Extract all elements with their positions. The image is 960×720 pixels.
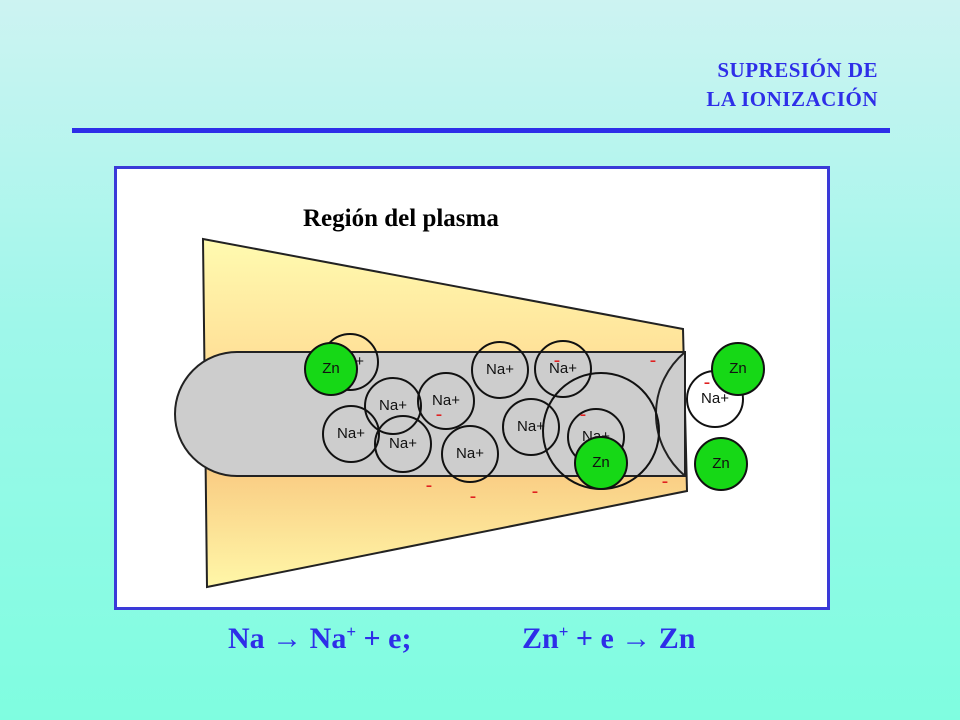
na-ion-label: Na+ xyxy=(389,435,417,452)
na-ion-label: Na+ xyxy=(337,425,365,442)
electron-mark: - xyxy=(650,349,657,371)
electron-mark: - xyxy=(662,470,669,492)
electron-mark: - xyxy=(554,349,561,371)
na-ion-particle xyxy=(502,398,560,456)
na-ion-label: Na+ xyxy=(432,392,460,409)
equation-ionization-a: Na → Na xyxy=(228,622,347,655)
na-ion-label: Na+ xyxy=(701,390,729,407)
electron-mark: - xyxy=(426,474,433,496)
plasma-diagram: Na+Na+Na+Na+Na+Na+Na+Na+Na+Na+Na+ZnZnZnZ… xyxy=(174,237,765,589)
zn-atom-label: Zn xyxy=(729,360,747,377)
electron-mark: - xyxy=(436,403,443,425)
equation-ionization-b: + e; xyxy=(356,622,412,655)
na-ion-label: Na+ xyxy=(486,361,514,378)
title-underline xyxy=(72,128,890,133)
na-ion-label: Na+ xyxy=(456,445,484,462)
na-ion-particle xyxy=(322,405,380,463)
zn-atom-label: Zn xyxy=(322,360,340,377)
equation-ionization-sup: + xyxy=(346,622,357,641)
na-ion-particle xyxy=(441,425,499,483)
equation-ionization: Na → Na+ + e; xyxy=(228,622,411,656)
equation-recombination-a: Zn xyxy=(522,622,559,655)
diagram-frame: Na+Na+Na+Na+Na+Na+Na+Na+Na+Na+Na+ZnZnZnZ… xyxy=(114,166,830,610)
electron-mark: - xyxy=(470,485,477,507)
zn-atom-particle xyxy=(574,436,628,490)
na-ion-particle xyxy=(471,341,529,399)
zn-atom-particle xyxy=(711,342,765,396)
plasma-region-label: Región del plasma xyxy=(303,205,499,232)
zn-atom-particle xyxy=(304,342,358,396)
electron-mark: - xyxy=(580,403,587,425)
na-ion-particle xyxy=(364,377,422,435)
title-line-1: SUPRESIÓN DE xyxy=(717,58,878,82)
equation-recombination-sup: + xyxy=(558,622,569,641)
equation-recombination: Zn+ + e → Zn xyxy=(522,622,696,656)
slide-title: SUPRESIÓN DE LA IONIZACIÓN xyxy=(478,56,878,114)
na-ion-label: Na+ xyxy=(549,360,577,377)
title-line-2: LA IONIZACIÓN xyxy=(706,87,878,111)
na-ion-label: Na+ xyxy=(379,397,407,414)
equation-recombination-b: + e → Zn xyxy=(568,622,696,655)
na-ion-particle xyxy=(417,372,475,430)
electron-mark: - xyxy=(704,371,711,393)
na-ion-particle xyxy=(374,415,432,473)
na-ion-label: Na+ xyxy=(517,418,545,435)
zn-atom-label: Zn xyxy=(712,455,730,472)
ion-channel xyxy=(174,351,686,477)
zn-atom-particle xyxy=(694,437,748,491)
zn-atom-label: Zn xyxy=(592,454,610,471)
na-ion-particle xyxy=(534,340,592,398)
electron-mark: - xyxy=(532,480,539,502)
